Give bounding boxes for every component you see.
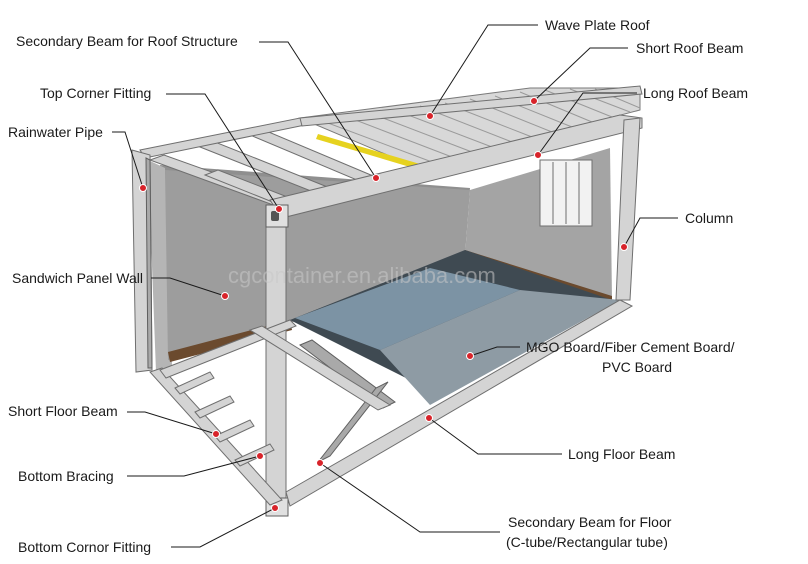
label-top-corner-fitting: Top Corner Fitting xyxy=(40,85,151,101)
floor-board xyxy=(295,268,520,350)
label-bottom-bracing: Bottom Bracing xyxy=(18,468,114,484)
label-long-roof-beam: Long Roof Beam xyxy=(643,85,748,101)
labels: Wave Plate Roof Secondary Beam for Roof … xyxy=(8,17,748,555)
label-secondary-floor-line2: (C-tube/Rectangular tube) xyxy=(506,534,668,550)
label-sandwich-panel-wall: Sandwich Panel Wall xyxy=(12,270,143,286)
label-bottom-corner-fitting: Bottom Cornor Fitting xyxy=(18,539,151,555)
label-floor-board-line1: MGO Board/Fiber Cement Board/ xyxy=(526,339,735,355)
label-wave-plate-roof: Wave Plate Roof xyxy=(545,17,650,33)
label-long-floor-beam: Long Floor Beam xyxy=(568,446,675,462)
label-floor-board-line2: PVC Board xyxy=(602,359,672,375)
roof-yellow-stripe xyxy=(316,134,420,170)
label-column: Column xyxy=(685,210,733,226)
markers xyxy=(139,97,628,512)
leader-lines xyxy=(112,24,678,548)
column-front-right xyxy=(615,117,641,301)
label-rainwater-pipe: Rainwater Pipe xyxy=(8,124,103,140)
label-short-roof-beam: Short Roof Beam xyxy=(636,40,743,56)
label-short-floor-beam: Short Floor Beam xyxy=(8,403,118,419)
interior-wall-panels xyxy=(165,170,470,360)
column-front-left xyxy=(265,205,287,511)
container-illustration xyxy=(131,85,643,517)
long-floor-beam xyxy=(285,299,634,507)
watermark: cgcontainer.en.alibaba.com xyxy=(228,263,496,288)
label-secondary-floor-line1: Secondary Beam for Floor xyxy=(508,514,672,530)
label-secondary-roof-beam: Secondary Beam for Roof Structure xyxy=(16,33,238,49)
short-roof-beam xyxy=(299,85,643,127)
secondary-floor-beams xyxy=(248,325,396,463)
